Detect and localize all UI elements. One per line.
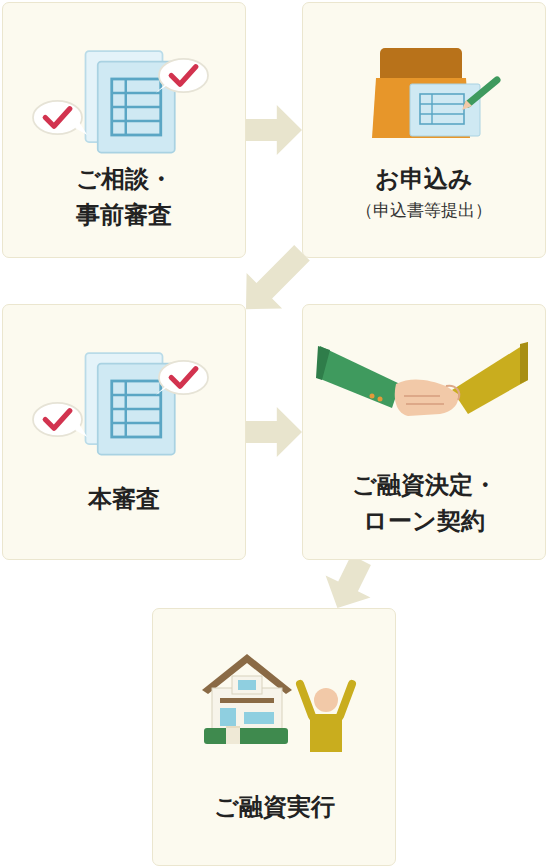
step-label: ご融資実行 xyxy=(159,789,389,825)
flow-arrow xyxy=(246,105,302,155)
document-check-icon xyxy=(33,51,208,153)
application-envelope-icon xyxy=(372,48,497,138)
step-label: ご融資決定・ ローン契約 xyxy=(319,467,529,539)
step-label: 本審査 xyxy=(9,481,239,517)
handshake-icon xyxy=(316,342,528,416)
document-check-icon xyxy=(33,353,208,455)
flow-arrow xyxy=(326,555,371,608)
step-label: お申込み xyxy=(309,161,539,197)
step-note: （申込書等提出） xyxy=(309,197,539,223)
step-box: ご融資決定・ ローン契約 xyxy=(302,304,546,560)
flow-arrow xyxy=(246,407,302,457)
house-and-person-icon xyxy=(202,654,352,752)
step-label: ご相談・ 事前審査 xyxy=(29,161,219,233)
flow-arrow xyxy=(246,245,310,309)
